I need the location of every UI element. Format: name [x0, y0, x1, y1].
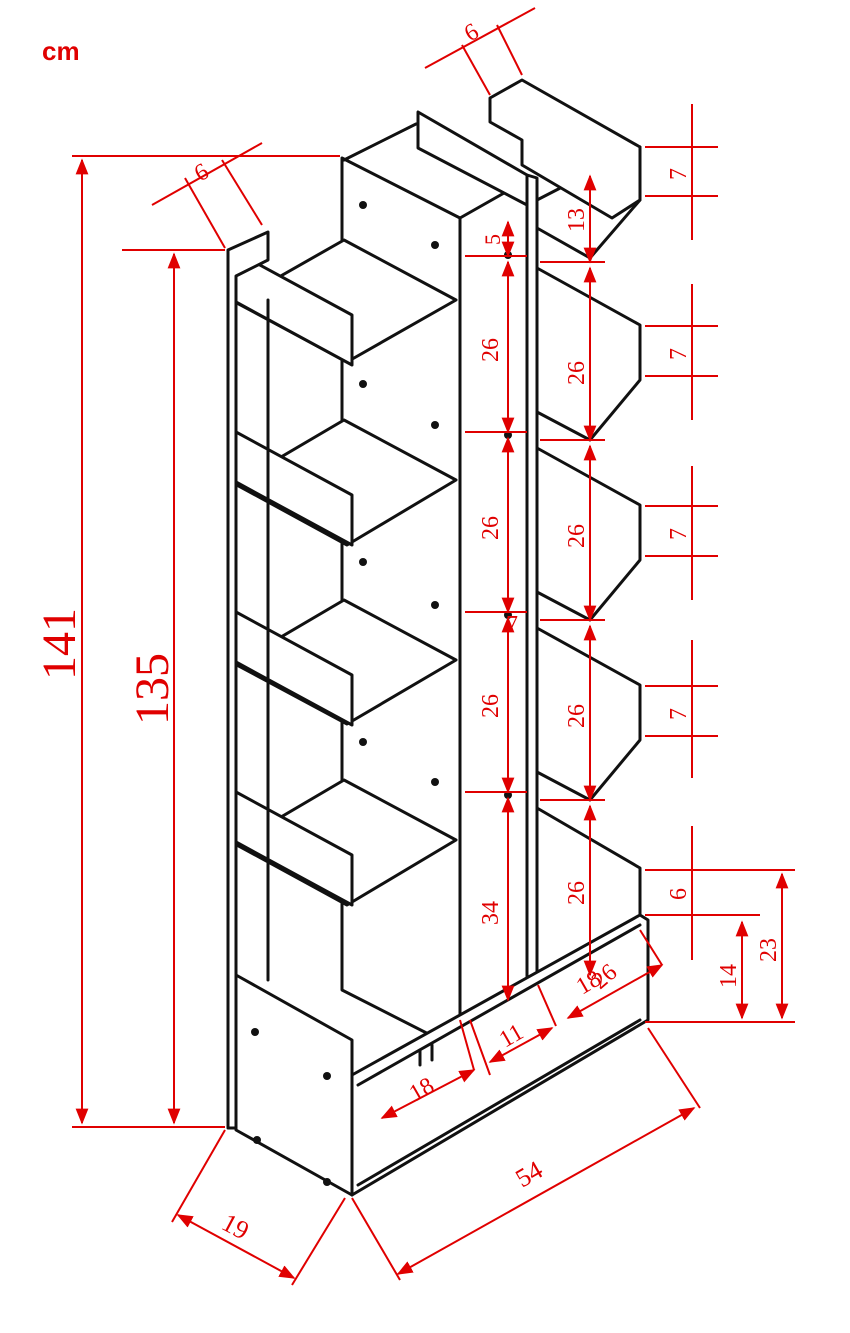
top-right-box: [488, 78, 642, 220]
label-center-4: 34: [478, 901, 504, 925]
label-lip-bottom: 6: [666, 888, 692, 900]
label-center-small: 7: [506, 612, 518, 638]
unit-label: cm: [42, 36, 80, 66]
label-center-3: 26: [478, 694, 504, 718]
left-side-panel: [226, 230, 270, 1130]
label-lip-2: 7: [666, 348, 692, 360]
label-center-top: 5: [480, 234, 505, 245]
label-side-height: 135: [126, 653, 179, 725]
label-right-3: 26: [564, 704, 590, 728]
label-lip-3: 7: [666, 528, 692, 540]
top-center-board: [416, 110, 529, 207]
label-bottom-total: 23: [756, 938, 782, 962]
label-right-4: 26: [564, 881, 590, 905]
label-right-1: 26: [564, 361, 590, 385]
center-divider: [458, 178, 529, 1022]
label-right-top-gap: 13: [564, 208, 590, 232]
dimension-lines: [72, 7, 795, 1286]
left-bottom-board: [234, 973, 354, 1197]
label-total-height: 141: [33, 608, 86, 680]
label-width: 54: [511, 1155, 548, 1193]
label-center-1: 26: [478, 338, 504, 362]
label-lip-top: 7: [666, 168, 692, 180]
shelf-structure: [226, 78, 650, 1197]
label-lip-4: 7: [666, 708, 692, 720]
left-lips: [234, 250, 354, 907]
label-top-thickness: 6: [460, 19, 483, 48]
label-right-2: 26: [564, 524, 590, 548]
label-bottom-inner: 14: [716, 964, 742, 988]
right-shelves: [535, 145, 642, 977]
label-center-2: 26: [478, 516, 504, 540]
